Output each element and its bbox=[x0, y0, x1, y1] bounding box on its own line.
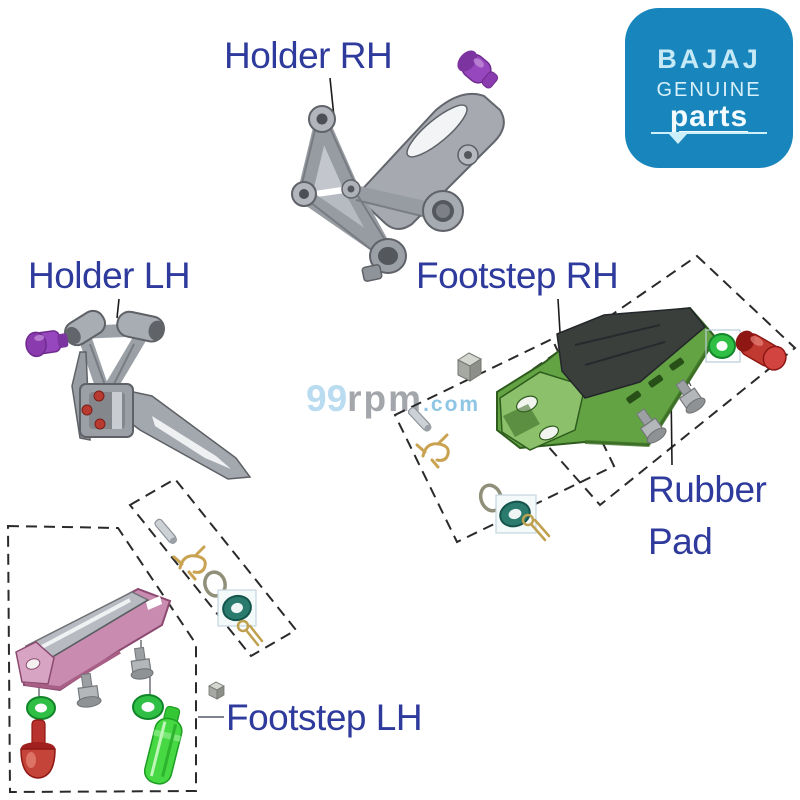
label-holder-rh: Holder RH bbox=[224, 35, 393, 76]
logo-genuine-text: GENUINE bbox=[656, 79, 762, 101]
label-holder-lh: Holder LH bbox=[28, 255, 191, 296]
rubber-pad-part bbox=[556, 307, 707, 399]
gray-bolt-rh-2 bbox=[675, 379, 706, 414]
footstep-lh-dashed-box bbox=[6, 524, 197, 794]
leader-holder-rh bbox=[329, 77, 335, 118]
oring-lh-2 bbox=[132, 694, 164, 720]
watermark-main1: 99 bbox=[306, 378, 348, 419]
purple-bolt-lh bbox=[25, 330, 69, 358]
rh-kit-washer bbox=[495, 494, 537, 534]
lh-kit-cotter-pin bbox=[236, 619, 264, 647]
lh-kit-spring-clip bbox=[172, 545, 207, 581]
rh-kit-pin bbox=[407, 406, 432, 432]
gray-nut-middle bbox=[456, 352, 483, 382]
holder-rh-part bbox=[291, 92, 505, 282]
logo-underline bbox=[651, 132, 767, 134]
rh-kit-spring-clip bbox=[415, 433, 450, 469]
watermark-suffix: .com bbox=[423, 393, 481, 416]
bajaj-genuine-parts-logo: BAJAJ GENUINE parts bbox=[625, 8, 793, 168]
gray-bolt-lh-2 bbox=[130, 646, 154, 680]
label-rubber-pad: Rubber Pad bbox=[648, 469, 767, 562]
red-bolt-rh bbox=[735, 330, 787, 371]
logo-parts-text: parts bbox=[669, 100, 749, 133]
lh-kit-washer bbox=[217, 589, 257, 627]
footstep-rh-part bbox=[496, 306, 718, 451]
rh-kit-cotter-pin bbox=[521, 513, 551, 542]
gray-bolt-lh-1 bbox=[76, 672, 102, 708]
footstep-lh-part bbox=[15, 587, 172, 744]
red-bolt-lh bbox=[20, 719, 56, 779]
logo-arrow-down-icon bbox=[669, 134, 687, 144]
holder-lh-part bbox=[63, 309, 252, 480]
label-footstep-rh: Footstep RH bbox=[416, 255, 619, 296]
purple-bolt-rh bbox=[457, 50, 499, 89]
oring-lh-1 bbox=[26, 696, 56, 720]
lh-kit-pin bbox=[154, 518, 178, 544]
lh-hardware-kit-dashed-box bbox=[128, 477, 298, 658]
watermark-99rpm: 99rpm.com bbox=[306, 378, 480, 420]
leader-holder-lh bbox=[116, 298, 120, 319]
rh-hardware-kit-dashed-box bbox=[393, 337, 616, 544]
gray-bolt-rh-1 bbox=[635, 408, 667, 444]
gray-nut-small bbox=[208, 681, 225, 700]
logo-brand-text: BAJAJ bbox=[657, 44, 761, 74]
label-footstep-lh: Footstep LH bbox=[226, 697, 423, 738]
green-pin-lh bbox=[143, 705, 183, 785]
